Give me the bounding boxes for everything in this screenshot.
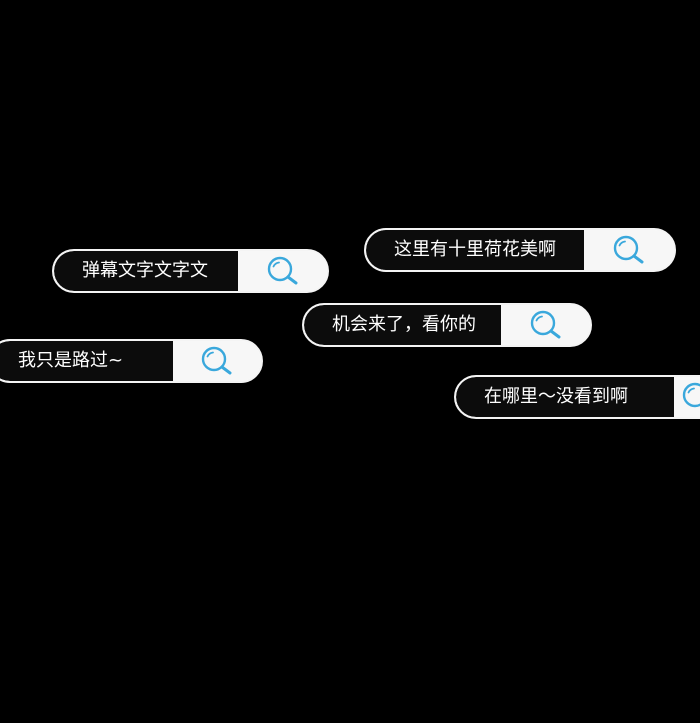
danmaku-search-bubble[interactable]: 在哪里～没看到啊	[454, 375, 700, 419]
search-icon	[530, 310, 560, 339]
search-button[interactable]	[173, 341, 261, 381]
danmaku-text: 在哪里～没看到啊	[456, 377, 674, 417]
danmaku-text: 弹幕文字文字文	[54, 251, 238, 291]
danmaku-search-bubble[interactable]: 这里有十里荷花美啊	[364, 228, 676, 272]
search-icon	[201, 346, 232, 375]
search-icon	[267, 256, 297, 285]
danmaku-search-bubble[interactable]: 弹幕文字文字文	[52, 249, 329, 293]
search-icon	[682, 382, 700, 408]
danmaku-text: 我只是路过~	[0, 341, 173, 381]
search-button[interactable]	[501, 305, 590, 345]
danmaku-text: 机会来了，看你的	[304, 305, 501, 345]
search-button[interactable]	[238, 251, 327, 291]
search-button[interactable]	[674, 377, 700, 417]
danmaku-text: 这里有十里荷花美啊	[366, 230, 584, 270]
search-icon	[613, 235, 644, 264]
danmaku-search-bubble[interactable]: 机会来了，看你的	[302, 303, 592, 347]
danmaku-search-bubble[interactable]: 我只是路过~	[0, 339, 263, 383]
search-button[interactable]	[584, 230, 674, 270]
